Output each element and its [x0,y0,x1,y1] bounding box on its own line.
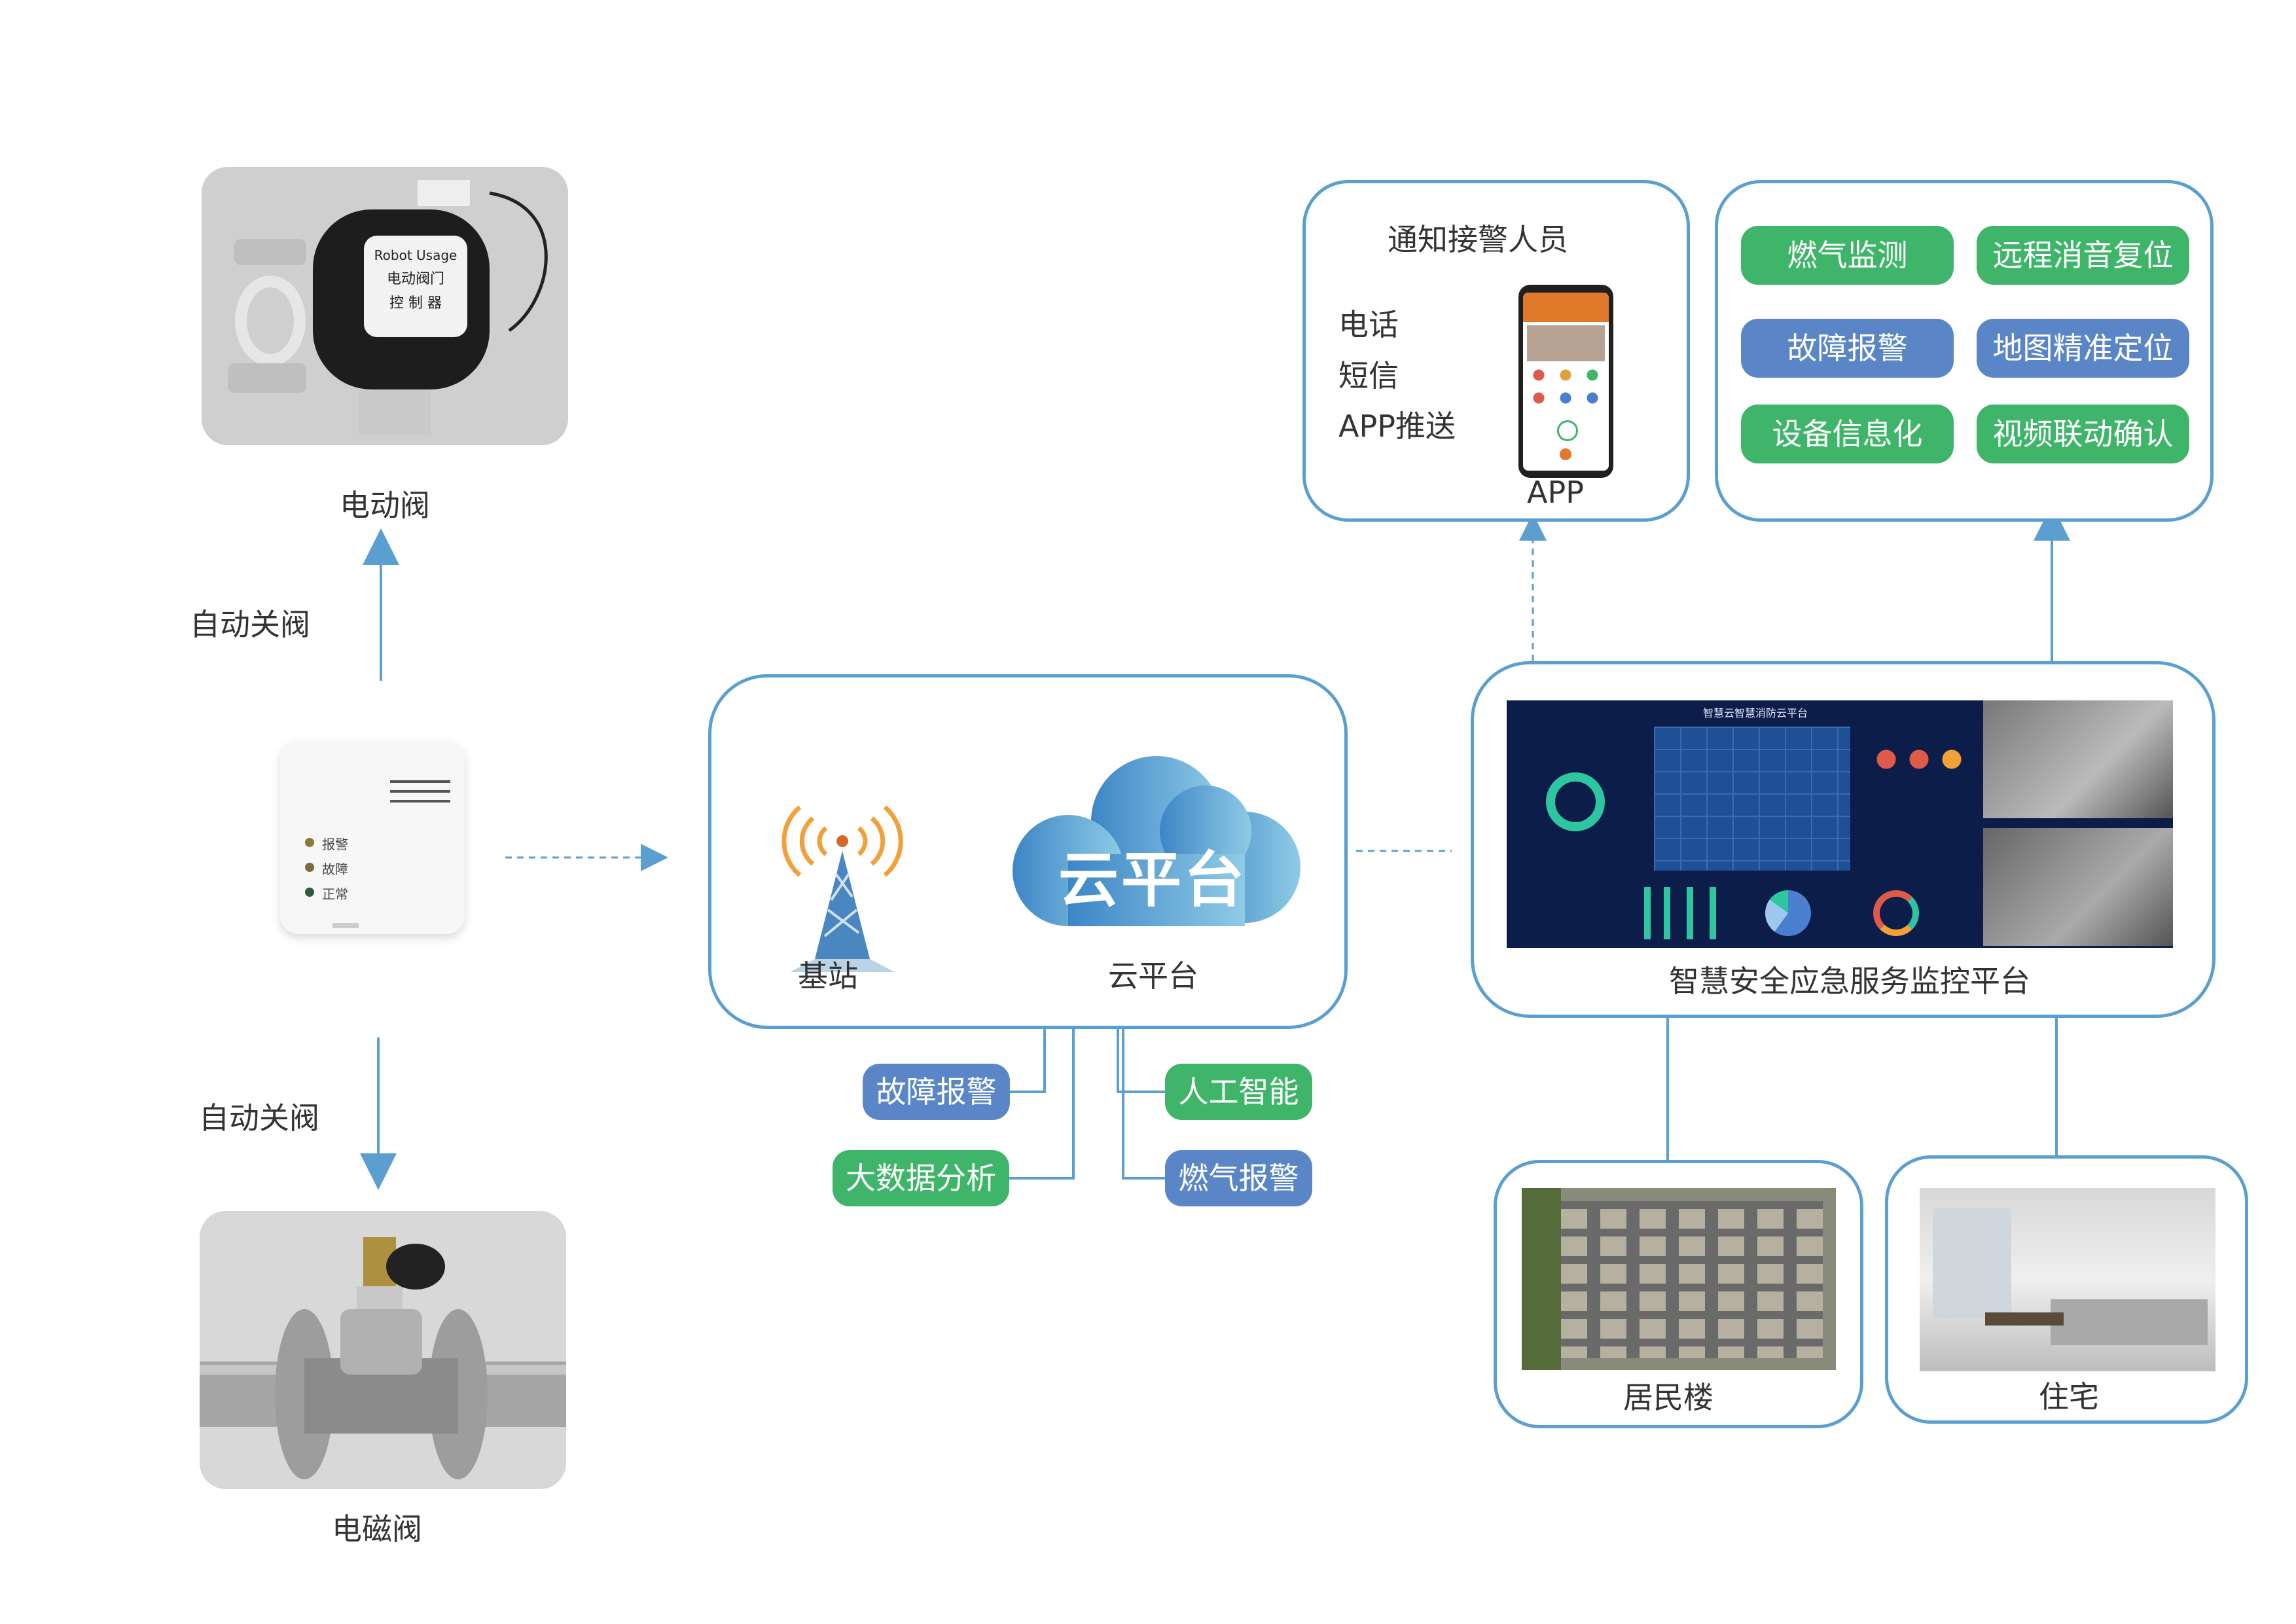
notify-title: 通知接警人员 [1388,222,1568,257]
detector-label-alarm: 报警 [322,837,348,852]
monitor-alarm-icons [1873,746,1965,772]
site-building-panel: 居民楼 [1494,1160,1863,1428]
building-photo [1522,1188,1836,1370]
line-tag-fault [1008,1028,1046,1093]
residence-label: 住宅 [2039,1379,2099,1415]
solenoid-valve-photo [200,1211,566,1489]
gas-detector: 报警 故障 正常 [280,741,465,934]
features-panel: 燃气监测 远程消音复位 故障报警 地图精准定位 设备信息化 视频联动确认 [1715,180,2214,522]
building-trees [1522,1188,1561,1370]
monitor-label: 智慧安全应急服务监控平台 [1669,964,2030,999]
electric-valve-image: Robot Usage 电动阀门 控 制 器 [202,167,568,445]
monitor-map [1654,727,1850,871]
residence-photo [1920,1188,2215,1371]
detector-led-fault [305,863,314,872]
electric-valve-photo: Robot Usage 电动阀门 控 制 器 [202,167,568,445]
valve-controller-line1: Robot Usage [374,247,457,263]
tag-big-data: 大数据分析 [833,1150,1009,1206]
app-label: APP [1527,475,1584,510]
monitor-camera-1 [1983,700,2173,818]
phone-check-icon [1557,420,1578,441]
cloud-icon [1013,756,1300,926]
channel-phone: 电话 [1338,307,1399,342]
cloud-panel: 基站 云平台 云平台 [708,674,1348,1029]
feature-video-linkage: 视频联动确认 [1977,405,2189,463]
monitor-bar-chart [1638,887,1749,939]
monitor-screen-title: 智慧云智慧消防云平台 [1703,707,1808,719]
monitor-donut [1546,772,1605,831]
valve-controller-line2: 电动阀门 [387,271,444,287]
phone-mockup [1518,285,1613,478]
channel-sms: 短信 [1338,358,1399,393]
tag-ai: 人工智能 [1165,1064,1312,1120]
residence-table [1985,1312,2064,1326]
feature-device-informatization: 设备信息化 [1741,405,1954,463]
detector-led-normal [305,888,314,897]
detector-label-normal: 正常 [322,886,348,902]
solenoid-valve-image [200,1211,566,1489]
solenoid-valve-label: 电磁阀 [332,1511,422,1547]
detector-led-alarm [305,838,314,847]
residence-window [1933,1208,2011,1319]
electric-valve-label: 电动阀 [340,488,430,523]
feature-fault-alarm: 故障报警 [1741,319,1954,378]
line-tag-bigdata [1008,1028,1075,1180]
tag-gas-alarm: 燃气报警 [1165,1150,1312,1206]
feature-remote-silence-reset: 远程消音复位 [1977,226,2189,285]
monitor-screen: 智慧云智慧消防云平台 [1507,700,2173,948]
channel-app-push: APP推送 [1338,408,1456,444]
cloud-text: 云平台 [1058,845,1247,915]
line-tag-ai [1117,1028,1165,1093]
valve-controller-line3: 控 制 器 [389,295,442,312]
phone-screen [1523,293,1609,471]
phone-icon-row1 [1530,368,1602,382]
monitor-pie [1765,890,1811,936]
detector-label-fault: 故障 [322,861,348,877]
feature-gas-monitoring: 燃气监测 [1741,226,1954,285]
detector-vent [390,780,450,809]
base-station-label: 基站 [798,958,858,994]
auto-close-label-top: 自动关阀 [190,607,310,642]
monitor-camera-2 [1983,828,2173,946]
phone-bottom-button [1560,448,1571,460]
auto-close-label-bottom: 自动关阀 [199,1100,319,1136]
notify-panel: 通知接警人员 电话 短信 APP推送 APP [1302,180,1690,522]
cloud-platform-label: 云平台 [1108,958,1198,994]
feature-map-location: 地图精准定位 [1977,319,2189,378]
building-facade [1548,1201,1823,1358]
tag-fault-alarm: 故障报警 [863,1064,1010,1120]
detector-port [332,923,359,928]
residential-building-label: 居民楼 [1623,1380,1713,1415]
phone-header [1523,293,1609,322]
base-station-icon [781,805,903,972]
phone-icon-row2 [1530,391,1602,405]
residence-counter [2051,1299,2208,1345]
site-residence-panel: 住宅 [1885,1155,2248,1424]
line-tag-gas [1122,1028,1165,1180]
monitor-panel: 智慧云智慧消防云平台 智慧安全应急服务监控平台 [1471,661,2215,1018]
phone-banner [1527,325,1605,361]
monitor-ring [1873,890,1919,936]
